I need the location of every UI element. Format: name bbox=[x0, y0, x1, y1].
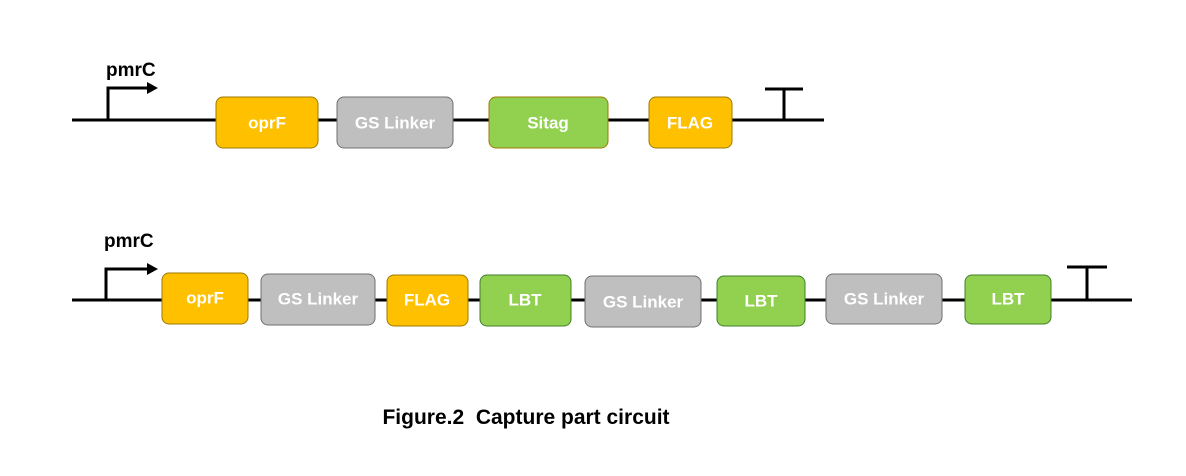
part-box: GS Linker bbox=[825, 273, 943, 325]
part-label: oprF bbox=[248, 113, 286, 132]
figure-caption: Figure.2 Capture part circuit bbox=[382, 406, 670, 429]
promoter-label: pmrC bbox=[106, 60, 156, 81]
part-label: GS Linker bbox=[603, 292, 684, 311]
part-box: Sitag bbox=[488, 96, 609, 149]
circuit-1: pmrC oprF GS Linker Sitag FLAG bbox=[72, 60, 824, 149]
part-box: oprF bbox=[161, 272, 249, 325]
part-label: FLAG bbox=[404, 290, 450, 309]
part-label: LBT bbox=[991, 289, 1025, 308]
part-label: LBT bbox=[508, 290, 542, 309]
part-box: LBT bbox=[716, 275, 806, 327]
promoter-arrow-icon bbox=[147, 263, 158, 275]
promoter-arrow-icon bbox=[106, 86, 150, 120]
terminator-icon bbox=[765, 87, 803, 120]
part-label: Sitag bbox=[527, 113, 569, 132]
circuit-2: pmrC oprF GS Linker FLAG LBT GS Linker L… bbox=[72, 231, 1132, 328]
terminator-icon bbox=[1067, 265, 1107, 300]
part-label: GS Linker bbox=[844, 289, 925, 308]
part-label: GS Linker bbox=[278, 289, 359, 308]
part-box: FLAG bbox=[386, 274, 469, 327]
part-box: GS Linker bbox=[584, 275, 702, 328]
part-box: GS Linker bbox=[336, 96, 454, 149]
promoter-label: pmrC bbox=[104, 231, 154, 252]
part-label: LBT bbox=[744, 291, 778, 310]
part-label: oprF bbox=[186, 288, 224, 307]
part-box: oprF bbox=[215, 96, 319, 149]
part-box: LBT bbox=[964, 274, 1052, 325]
part-label: GS Linker bbox=[355, 113, 436, 132]
part-box: LBT bbox=[479, 274, 572, 327]
part-box: FLAG bbox=[648, 96, 733, 149]
promoter-arrow-icon bbox=[147, 82, 158, 94]
promoter-arrow-icon bbox=[104, 267, 150, 300]
part-label: FLAG bbox=[667, 113, 713, 132]
part-box: GS Linker bbox=[260, 273, 376, 326]
